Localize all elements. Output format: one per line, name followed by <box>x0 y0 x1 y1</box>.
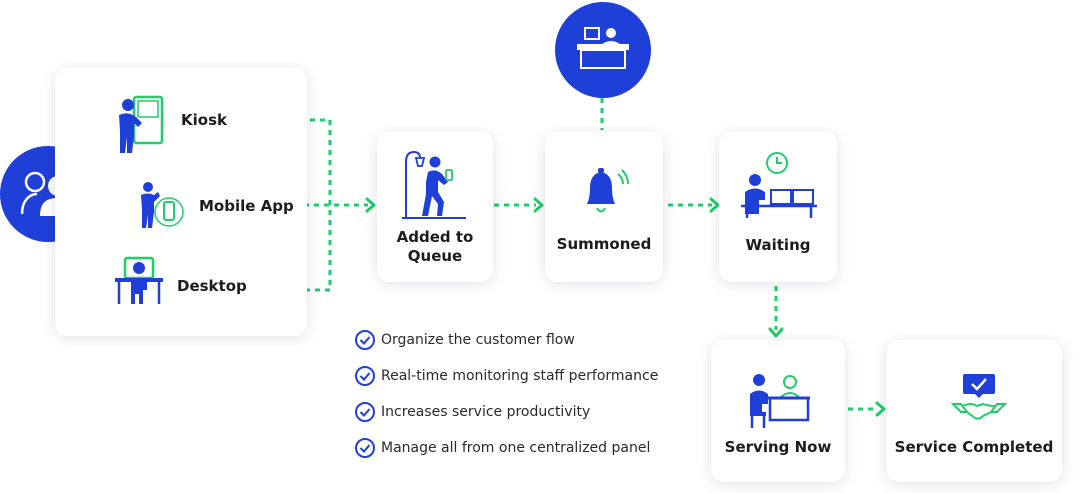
benefit-item: Organize the customer flow <box>355 329 575 351</box>
benefit-text: Manage all from one centralized panel <box>381 440 651 456</box>
step-label-waiting: Waiting <box>745 236 811 254</box>
benefit-item: Increases service productivity <box>355 401 590 423</box>
mobile-user-icon <box>141 182 184 228</box>
desktop-user-icon <box>115 256 163 304</box>
step-label-serving: Serving Now <box>724 438 832 456</box>
step-card-completed <box>886 340 1062 482</box>
handshake-check-icon <box>950 374 1008 420</box>
channel-label-mobile: Mobile App <box>199 197 294 215</box>
channels-card <box>55 68 307 336</box>
benefit-text: Organize the customer flow <box>381 332 575 348</box>
benefit-text: Increases service productivity <box>381 404 591 420</box>
step-label-completed: Service Completed <box>894 438 1054 456</box>
operator-desk-icon <box>577 27 629 69</box>
benefit-item: Real-time monitoring staff performance <box>355 365 658 387</box>
benefit-text: Real-time monitoring staff performance <box>381 368 659 384</box>
benefit-item: Manage all from one centralized panel <box>355 437 650 459</box>
waiting-chairs-icon <box>741 152 817 218</box>
step-label-summoned: Summoned <box>556 235 652 253</box>
channel-label-kiosk: Kiosk <box>181 111 227 129</box>
channel-label-desktop: Desktop <box>177 277 247 295</box>
check-circle-icon <box>355 402 375 422</box>
step-card-serving <box>711 340 845 482</box>
check-circle-icon <box>355 366 375 386</box>
check-circle-icon <box>355 438 375 458</box>
step-card-summoned <box>545 132 663 282</box>
step-label-queue: Added to Queue <box>396 228 474 265</box>
check-circle-icon <box>355 330 375 350</box>
bell-icon <box>587 168 629 213</box>
kiosk-user-icon <box>119 95 164 153</box>
serving-desk-icon <box>750 374 810 428</box>
walking-person-icon <box>402 150 466 219</box>
